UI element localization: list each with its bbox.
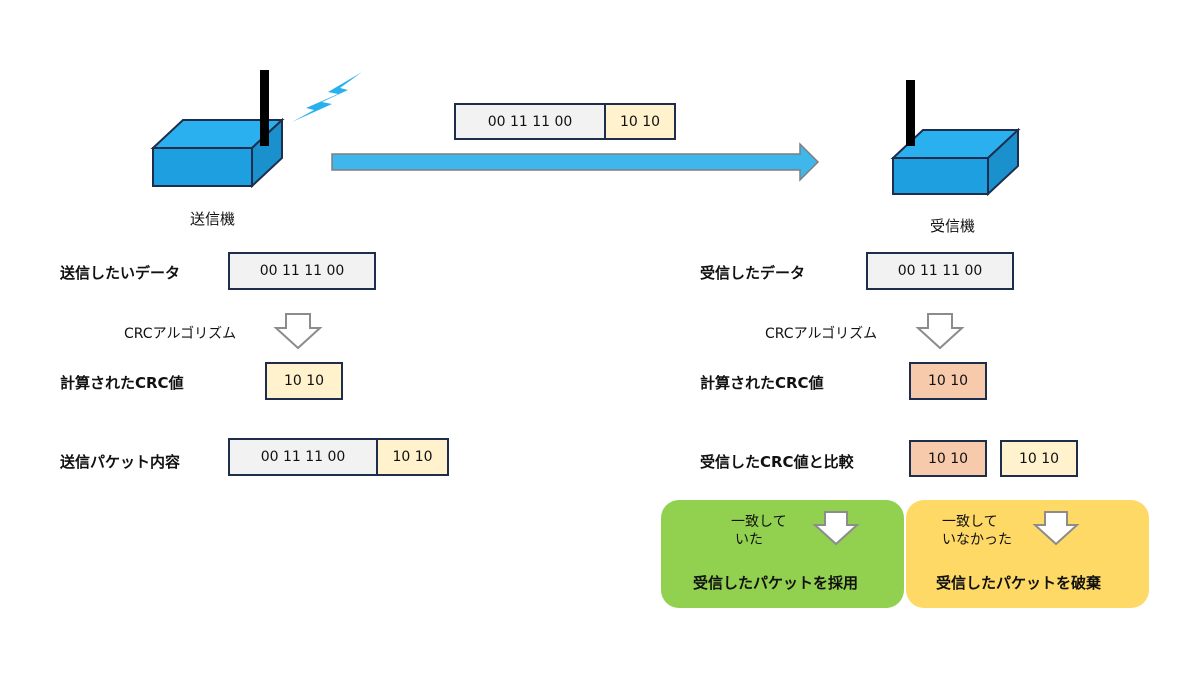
sender-packet: 00 11 11 00 10 10	[228, 438, 449, 476]
sender-device-label: 送信機	[190, 210, 236, 228]
transmitted-packet-data: 00 11 11 00	[456, 105, 604, 138]
match-condition-line2: いた	[735, 532, 763, 548]
sender-algorithm-label: CRCアルゴリズム	[124, 326, 237, 342]
receiver-algorithm-label: CRCアルゴリズム	[765, 326, 878, 342]
receiver-device-label: 受信機	[930, 217, 976, 235]
receiver-crc-box: 10 10	[909, 362, 987, 400]
lightning-icon	[292, 72, 362, 122]
sender-data-box: 00 11 11 00	[228, 252, 376, 290]
match-panel: 一致して いた 受信したパケットを採用	[661, 500, 904, 608]
receiver-down-arrow-icon	[915, 313, 965, 350]
sender-packet-crc: 10 10	[376, 440, 447, 474]
receiver-data-box: 00 11 11 00	[866, 252, 1014, 290]
mismatch-condition-line1: 一致して	[942, 514, 998, 530]
receiver-device-icon	[890, 80, 1021, 197]
mismatch-panel: 一致して いなかった 受信したパケットを破棄	[906, 500, 1149, 608]
sender-packet-data: 00 11 11 00	[230, 440, 376, 474]
sender-crc-box: 10 10	[265, 362, 343, 400]
match-condition-line1: 一致して	[731, 514, 787, 530]
match-down-arrow-icon	[812, 511, 860, 546]
mismatch-condition-line2: いなかった	[942, 532, 1012, 548]
sender-data-label: 送信したいデータ	[60, 264, 181, 282]
sender-device-icon	[150, 70, 285, 189]
receiver-data-label: 受信したデータ	[700, 264, 806, 282]
receiver-compare-label: 受信したCRC値と比較	[700, 453, 854, 471]
receiver-crc-label: 計算されたCRC値	[700, 374, 824, 392]
sender-crc-label: 計算されたCRC値	[60, 374, 184, 392]
receiver-compare-calculated-box: 10 10	[909, 440, 987, 477]
mismatch-down-arrow-icon	[1032, 511, 1080, 546]
mismatch-result: 受信したパケットを破棄	[936, 574, 1102, 592]
transmission-arrow	[331, 142, 820, 182]
match-result: 受信したパケットを採用	[693, 574, 859, 592]
sender-packet-label: 送信パケット内容	[60, 453, 181, 471]
receiver-compare-received-box: 10 10	[1000, 440, 1078, 477]
sender-down-arrow-icon	[273, 313, 323, 350]
transmitted-packet: 00 11 11 00 10 10	[454, 103, 676, 140]
transmitted-packet-crc: 10 10	[604, 105, 674, 138]
